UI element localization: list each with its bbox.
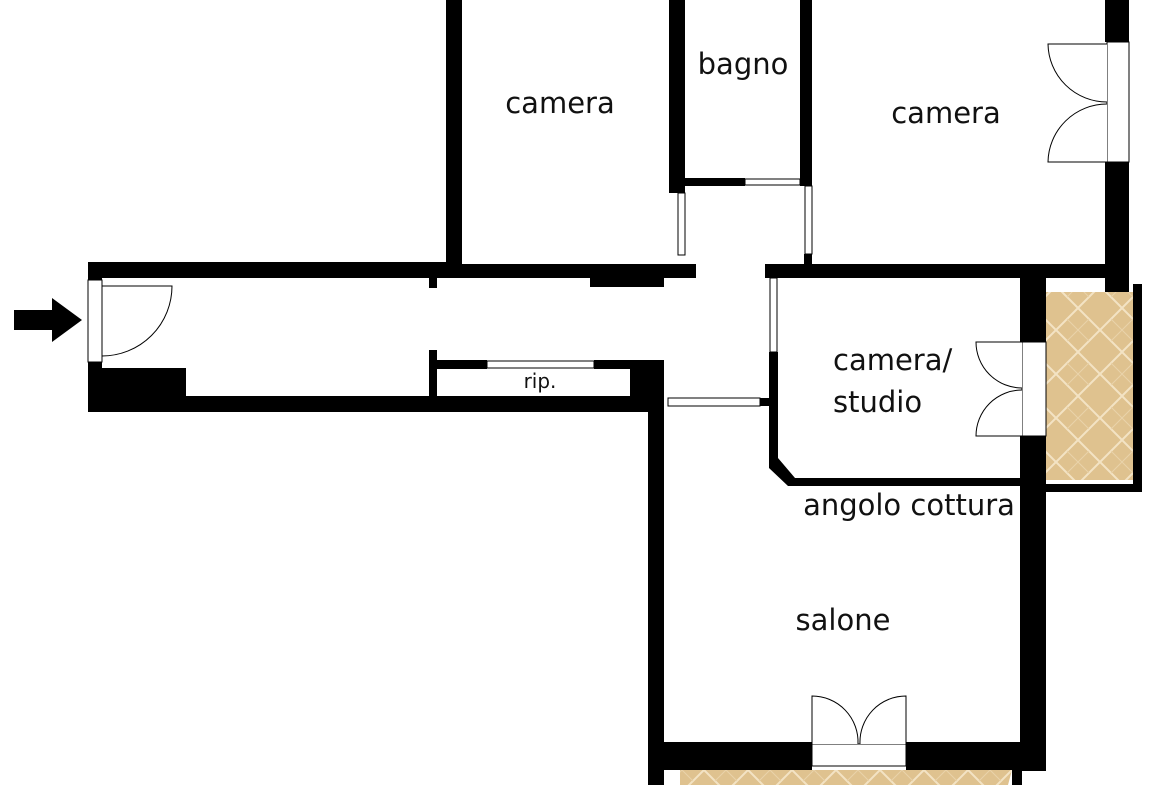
windows (87, 41, 1130, 767)
walls (88, 0, 1142, 785)
room-label-camera-right: camera (891, 96, 1001, 130)
room-label-angolo-cottura: angolo cottura (803, 488, 1015, 522)
room-label-salone: salone (796, 603, 891, 637)
room-label-camera-studio-line1: camera/ (833, 343, 953, 377)
terrace-right (1045, 292, 1133, 480)
room-label-ripostiglio: rip. (524, 369, 557, 393)
room-label-bagno: bagno (698, 47, 789, 81)
room-label-camera-studio-line2: studio (833, 385, 922, 419)
entrance-arrow-icon (14, 298, 82, 342)
terrace-bottom (680, 770, 1012, 785)
room-label-camera-left: camera (505, 86, 615, 120)
door-swings (101, 43, 1108, 745)
